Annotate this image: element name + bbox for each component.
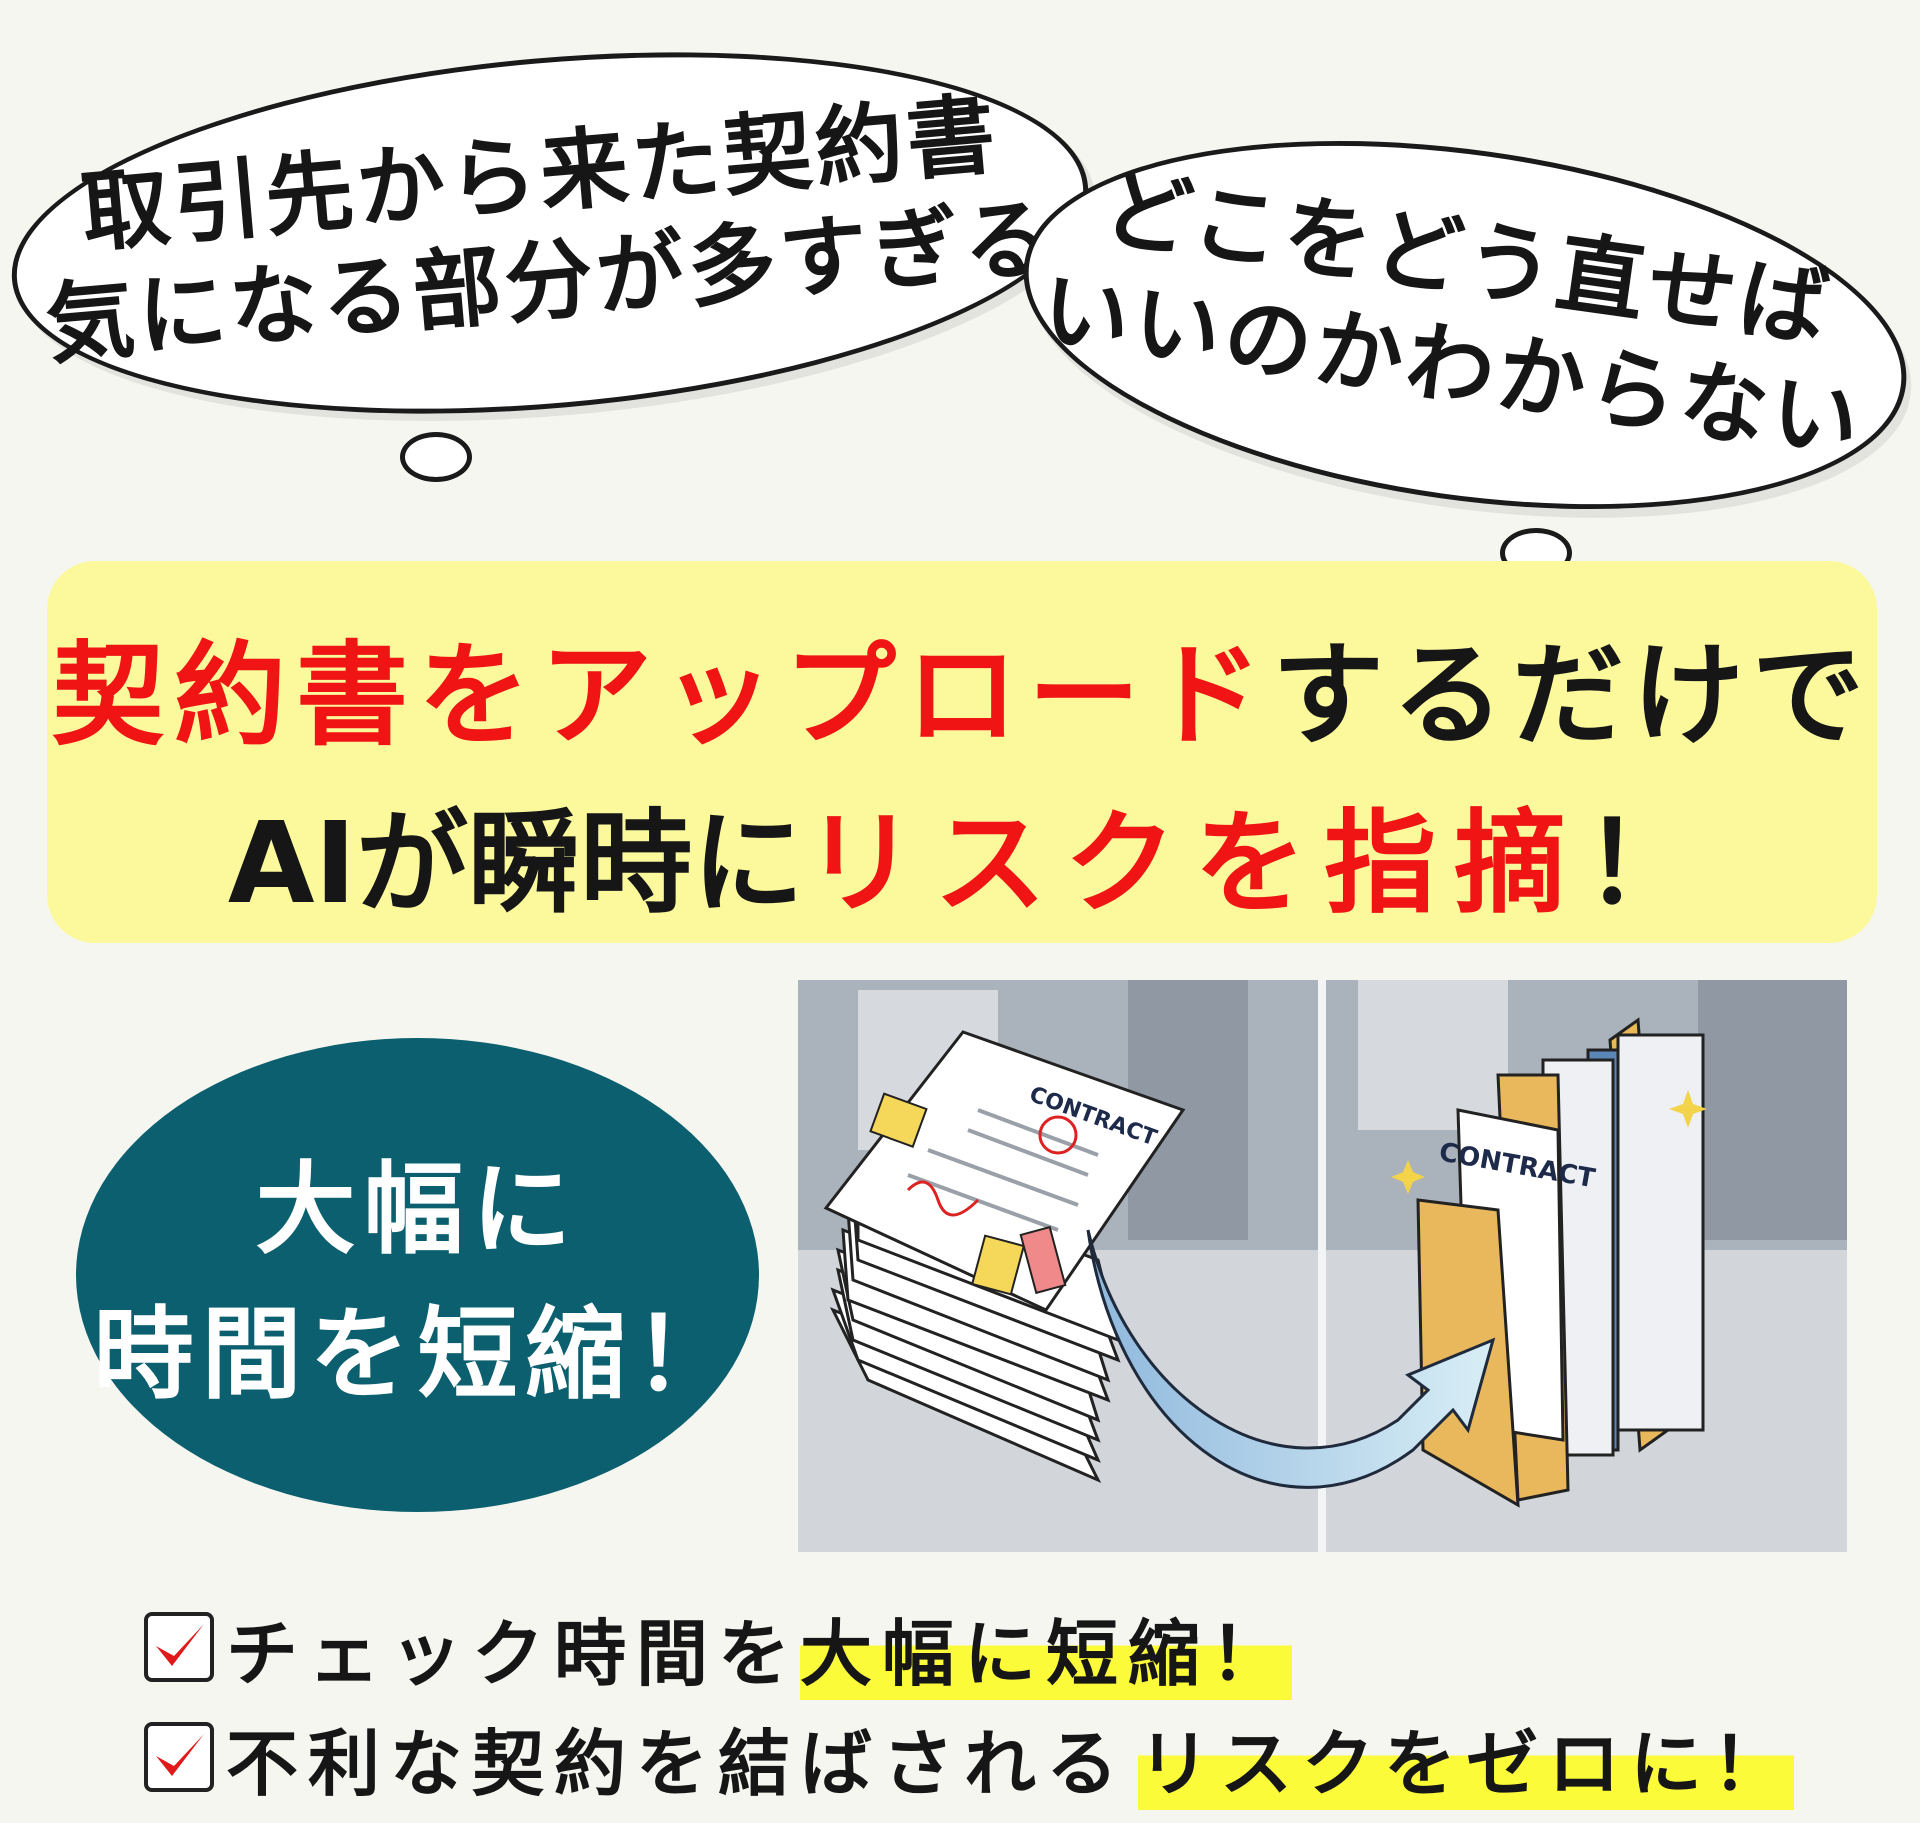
thought-bubble-1-tail xyxy=(400,432,472,482)
checklist-item-1-highlight: 大幅に短縮！ xyxy=(800,1594,1293,1700)
headline-risk-text: リスクを指摘 xyxy=(804,799,1585,929)
contract-organization-illustration: CONTRACT CONTRACT xyxy=(798,980,1847,1552)
split-divider xyxy=(1318,980,1326,1552)
transform-arrow xyxy=(1086,1229,1496,1489)
badge-line-1: 大幅に xyxy=(255,1151,580,1268)
sticky-note xyxy=(869,1092,928,1148)
headline-box: 契約書をアップロードするだけで AIが瞬時にリスクを指摘！ xyxy=(47,561,1877,943)
checklist-item-2-text: 不利な契約を結ばされる xyxy=(226,1721,1129,1806)
time-saving-badge: 大幅に 時間を短縮！ xyxy=(76,1038,759,1512)
checkbox-checked-icon xyxy=(144,1612,214,1682)
sparkle-icons xyxy=(1391,1090,1707,1194)
headline-upload-text: 契約書をアップロード xyxy=(52,631,1272,761)
sticky-note xyxy=(1019,1225,1067,1295)
checklist-item-1: チェック時間を大幅に短縮！ xyxy=(144,1594,1293,1700)
checklist-item-2-highlight: リスクをゼロに！ xyxy=(1138,1704,1795,1810)
headline-line-2: AIが瞬時にリスクを指摘！ xyxy=(47,773,1877,935)
checkbox-checked-icon xyxy=(144,1722,214,1792)
checklist-item-2: 不利な契約を結ばされるリスクをゼロに！ xyxy=(144,1704,1795,1810)
contract-document-top xyxy=(823,1030,1186,1312)
checklist-item-1-text: チェック時間を xyxy=(226,1611,801,1696)
badge-line-2: 時間を短縮！ xyxy=(93,1296,742,1413)
headline-line-1: 契約書をアップロードするだけで xyxy=(47,605,1877,767)
headline-exclaim: ！ xyxy=(1584,799,1697,929)
headline-only-text: するだけで xyxy=(1272,631,1872,761)
sticky-note xyxy=(970,1234,1026,1296)
headline-ai-text: AIが瞬時に xyxy=(227,799,805,929)
